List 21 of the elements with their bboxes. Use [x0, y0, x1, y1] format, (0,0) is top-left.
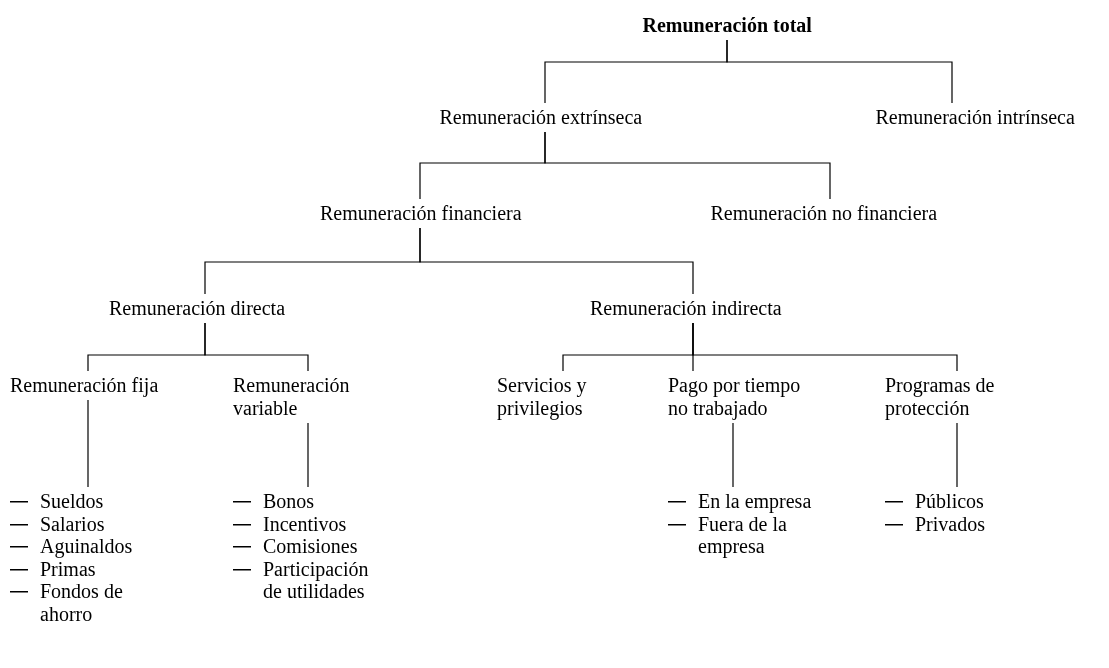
connector-line [956, 422, 958, 488]
connector-line [726, 39, 953, 104]
tree-root-label: Remuneración total [642, 14, 812, 37]
tree-label: Remuneración directa [109, 297, 286, 320]
tree-label: Remuneración financiera [320, 202, 522, 225]
connector-line [204, 322, 309, 372]
tree-label: Remuneración intrínseca [875, 106, 1075, 129]
tree-label: Remuneración variable [233, 374, 373, 420]
tree-label: Remuneración no financiera [710, 202, 938, 225]
connector-line [692, 322, 958, 372]
tree-label: Remuneración indirecta [590, 297, 782, 320]
connector-line [87, 399, 89, 488]
tree-label: Remuneración extrínseca [439, 106, 643, 129]
connector-line [419, 227, 694, 295]
tree-label: Servicios y privilegios [497, 374, 607, 420]
connector-line [732, 422, 734, 488]
connector-line [544, 131, 831, 200]
connector-line [307, 422, 309, 488]
tree-label: Programas de protección [885, 374, 1015, 420]
tree-label: Pago por tiempo no trabajado [668, 374, 818, 420]
tree-label: Remuneración fija [10, 374, 170, 397]
